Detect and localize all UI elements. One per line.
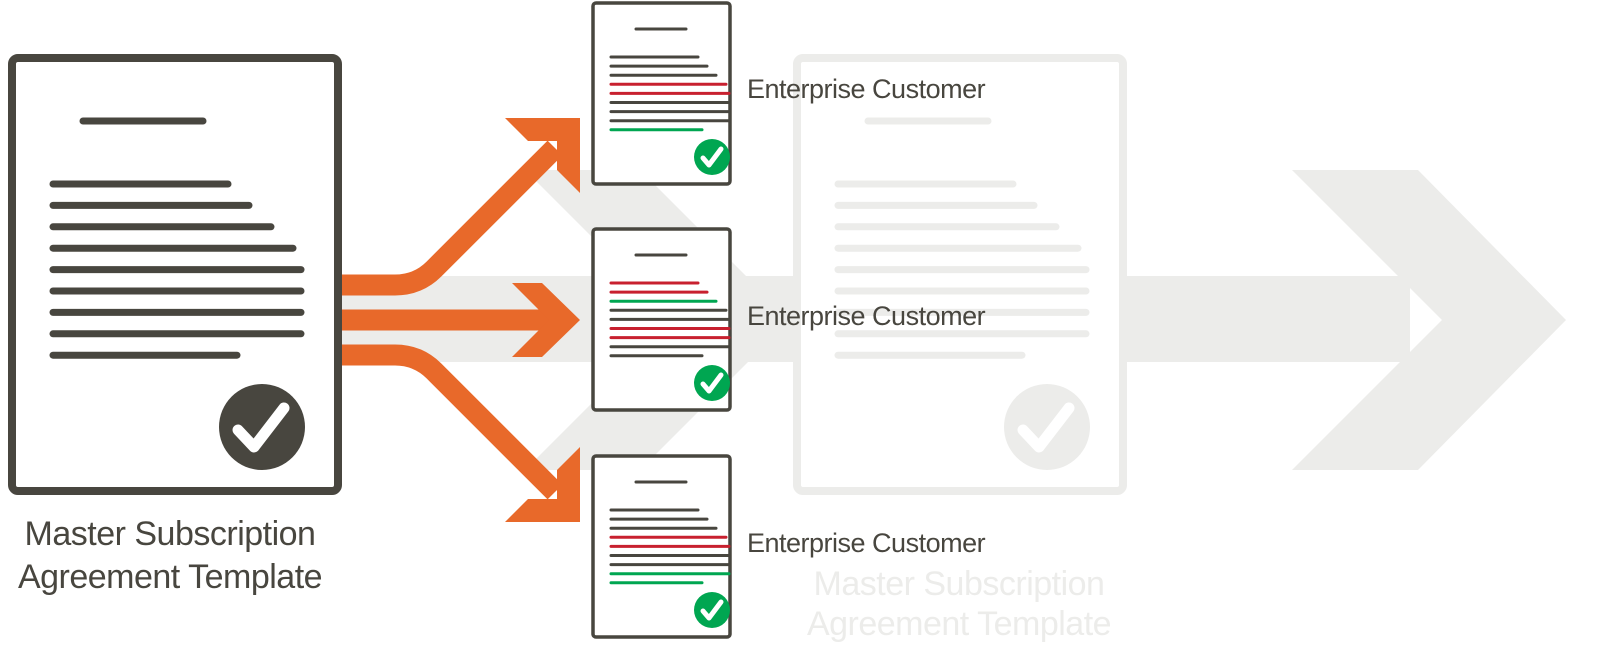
master-caption-line2: Agreement Template <box>17 558 323 596</box>
check-circle-icon <box>219 384 305 470</box>
check-circle-icon <box>1004 384 1090 470</box>
document-frame <box>793 54 1127 495</box>
faded-master-caption: Master Subscription Agreement Template <box>759 564 1159 644</box>
customer-label-3: Enterprise Customer <box>747 528 986 558</box>
customer-document-2 <box>591 227 732 412</box>
arrow-top-shaft <box>340 140 563 296</box>
master-caption-line1: Master Subscription <box>24 515 316 553</box>
arrow-top-head <box>505 118 580 193</box>
faded-arrow-head <box>1292 170 1566 470</box>
customer-document-3 <box>591 454 732 639</box>
checkmark-icon <box>232 402 290 453</box>
faded-caption-line2: Agreement Template <box>806 605 1112 643</box>
arrow-middle-head <box>512 283 580 357</box>
faded-master-document <box>793 54 1127 495</box>
document-frame <box>8 54 342 495</box>
faded-caption-line1: Master Subscription <box>813 565 1105 603</box>
customer-document-1 <box>591 1 732 186</box>
checkmark-icon <box>700 146 724 168</box>
checkmark-icon <box>1017 402 1075 453</box>
checkmark-icon <box>700 372 724 394</box>
arrow-bottom-shaft <box>340 344 563 500</box>
customer-label-1: Enterprise Customer <box>747 74 986 104</box>
customer-label-2: Enterprise Customer <box>747 301 986 331</box>
checkmark-icon <box>700 599 724 621</box>
master-caption: Master Subscription Agreement Template <box>0 513 370 599</box>
arrow-bottom-head <box>505 447 580 522</box>
master-document <box>8 54 342 495</box>
